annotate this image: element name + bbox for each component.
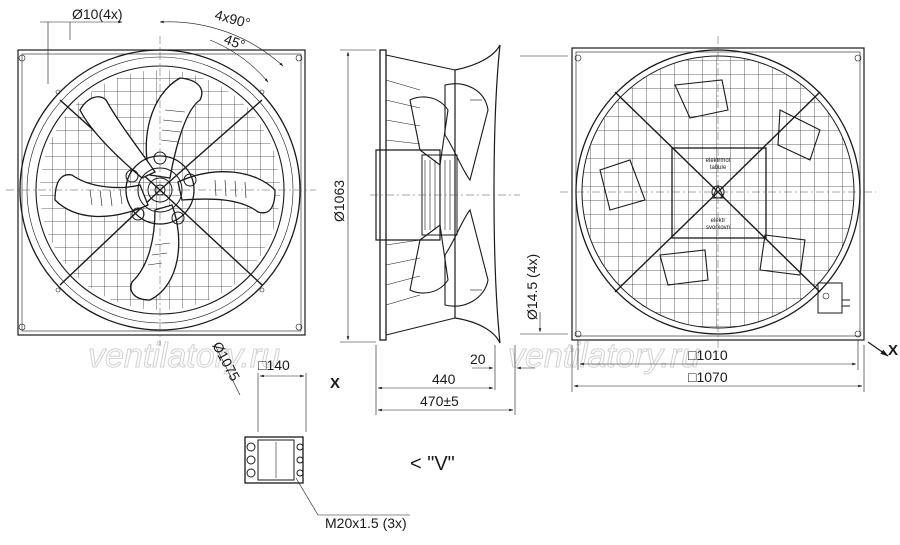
depth-440-label: 440 (432, 371, 456, 387)
ring-diameter-label: Ø1063 (331, 180, 347, 222)
plate-text-3: elektr (711, 218, 726, 224)
slot-hole-label: Ø14.5 (4x) (524, 254, 540, 320)
angle-4x90-label: 4x90° (213, 6, 252, 31)
terminal-box (817, 282, 850, 314)
terminal-box-width-label: □140 (258, 357, 290, 373)
view-v-label: < "V" (410, 453, 455, 475)
flange-20-label: 20 (470, 351, 486, 367)
view-labels: X X < "V" (330, 341, 898, 475)
front-view (6, 36, 316, 346)
view-x-label-right: X (888, 342, 898, 359)
watermark-text-2: ventilatory.ru (508, 337, 700, 375)
rear-view-dimensions: Ø14.5 (4x) □1010 □1070 (520, 55, 865, 392)
outer-square-label: □1070 (688, 369, 728, 385)
rear-view: elektrmot tabule elektr svorkovn (560, 36, 876, 352)
mounting-holes (18, 54, 303, 331)
depth-470-label: 470±5 (420, 393, 459, 409)
angle-45-label: 45° (222, 31, 247, 53)
watermark: ventilatory.ru ventilatory.ru (88, 337, 701, 376)
side-view (370, 44, 520, 344)
cable-gland-label: M20x1.5 (3x) (325, 515, 407, 531)
inner-square-label: □1010 (688, 347, 728, 363)
watermark-text-1: ventilatory.ru (88, 337, 280, 375)
side-view-dimensions: Ø1063 440 20 470±5 (331, 49, 535, 415)
bolt-hole-label: Ø10(4x) (72, 6, 123, 22)
view-x-label-left: X (330, 375, 340, 392)
plate-text-2: tabule (710, 165, 727, 171)
terminal-box-detail: □140 M20x1.5 (3x) (244, 357, 410, 531)
